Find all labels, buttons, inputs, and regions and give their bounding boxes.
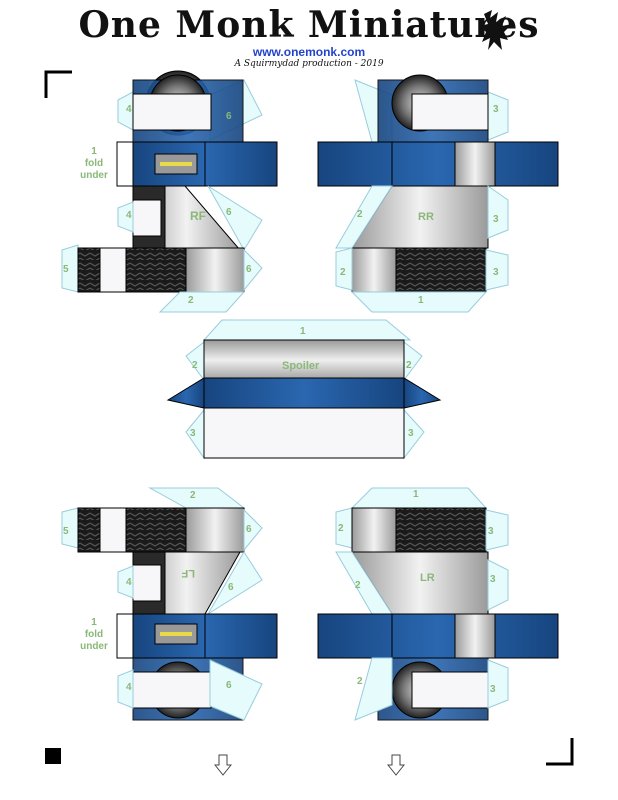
fold-note-number: 1 bbox=[91, 146, 97, 157]
tab-number: 2 bbox=[357, 209, 363, 220]
tab-number: 3 bbox=[493, 214, 499, 225]
tab-number: 3 bbox=[493, 267, 499, 278]
fold-note-bottom: 1 fold under bbox=[72, 617, 116, 653]
tab-number: 2 bbox=[355, 580, 361, 591]
website-link[interactable]: www.onemonk.com bbox=[252, 45, 366, 59]
byline: A Squirmydad production - 2019 bbox=[234, 59, 384, 69]
tab-number: 5 bbox=[63, 526, 69, 537]
label-rf: RF bbox=[190, 209, 206, 223]
tab-number: 2 bbox=[192, 360, 198, 371]
tab-number: 2 bbox=[357, 676, 363, 687]
tab-number: 6 bbox=[226, 111, 232, 122]
label-lr: LR bbox=[420, 572, 435, 584]
label-lf: LF bbox=[181, 567, 195, 579]
tab-number: 2 bbox=[188, 295, 194, 306]
registration-square bbox=[45, 748, 61, 764]
tab-number: 2 bbox=[338, 523, 344, 534]
tab-number: 5 bbox=[63, 264, 69, 275]
tab-number: 1 bbox=[418, 295, 424, 306]
arrow-down-icon bbox=[387, 754, 405, 776]
tab-number: 3 bbox=[408, 428, 414, 439]
fold-note-under: under bbox=[80, 170, 108, 181]
fold-note-under: under bbox=[80, 641, 108, 652]
tab-number: 6 bbox=[228, 582, 234, 593]
tab-number: 6 bbox=[226, 680, 232, 691]
tab-number: 3 bbox=[488, 526, 494, 537]
corner-mark-icon bbox=[546, 738, 574, 766]
tab-number: 2 bbox=[406, 360, 412, 371]
tab-number: 4 bbox=[126, 104, 132, 115]
tab-number: 1 bbox=[300, 326, 306, 337]
tab-number: 2 bbox=[190, 490, 196, 501]
tab-number: 3 bbox=[490, 684, 496, 695]
tab-number: 4 bbox=[126, 682, 132, 693]
page-title: One Monk Miniatures bbox=[78, 4, 540, 46]
label-rr: RR bbox=[418, 211, 434, 223]
tab-number: 3 bbox=[490, 574, 496, 585]
fold-note-top: 1 fold under bbox=[72, 146, 116, 182]
fold-note-word: fold bbox=[84, 158, 104, 169]
tab-number: 4 bbox=[126, 577, 132, 588]
dragon-logo-icon bbox=[480, 10, 512, 50]
tab-number: 6 bbox=[246, 264, 252, 275]
corner-mark-icon bbox=[44, 70, 72, 98]
fold-note-word: fold bbox=[84, 629, 104, 640]
tab-number: 6 bbox=[246, 524, 252, 535]
tab-number: 2 bbox=[340, 267, 346, 278]
fold-note-number: 1 bbox=[91, 617, 97, 628]
tab-number: 6 bbox=[226, 207, 232, 218]
label-spoiler: Spoiler bbox=[282, 360, 320, 372]
tab-number: 3 bbox=[190, 428, 196, 439]
tab-number: 4 bbox=[126, 210, 132, 221]
arrow-down-icon bbox=[214, 754, 232, 776]
tab-number: 1 bbox=[413, 489, 419, 500]
tab-number: 3 bbox=[493, 104, 499, 115]
